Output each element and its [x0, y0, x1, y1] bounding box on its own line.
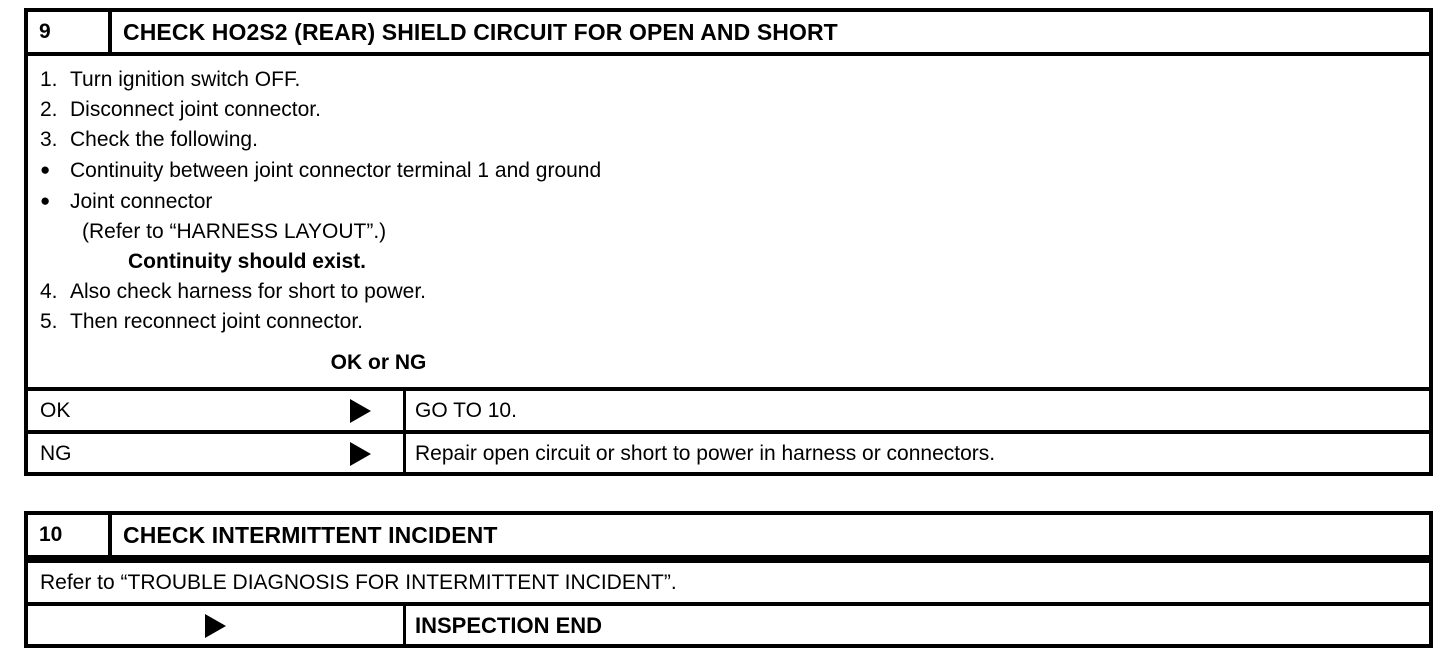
procedure-bullet-line: ● Joint connector	[28, 186, 1429, 217]
bullet-icon: ●	[40, 191, 51, 210]
arrow-cell	[318, 434, 406, 473]
right-triangle-icon	[350, 441, 371, 466]
diagnostic-step-table-10: 10 CHECK INTERMITTENT INCIDENT Refer to …	[24, 511, 1433, 648]
procedure-text: Also check harness for short to power.	[70, 280, 427, 303]
procedure-reference-line: (Refer to “HARNESS LAYOUT”.)	[82, 220, 387, 243]
bullet-icon: ●	[40, 160, 51, 179]
procedure-marker: 3.	[40, 128, 58, 151]
arrow-cell	[28, 606, 406, 645]
procedure-text: Disconnect joint connector.	[70, 98, 321, 121]
procedure-marker: 4.	[40, 280, 58, 303]
step-title: CHECK HO2S2 (REAR) SHIELD CIRCUIT FOR OP…	[123, 18, 838, 45]
step-number: 9	[28, 12, 112, 52]
procedure-line: 3. Check the following.	[28, 125, 1429, 155]
result-label: OK	[40, 399, 71, 422]
procedure-line: 2. Disconnect joint connector.	[28, 95, 1429, 125]
procedure-line: 1. Turn ignition switch OFF.	[28, 65, 1429, 95]
step-header: 9 CHECK HO2S2 (REAR) SHIELD CIRCUIT FOR …	[28, 12, 1429, 56]
result-label: NG	[40, 442, 72, 465]
result-row-end: INSPECTION END	[28, 602, 1429, 645]
procedure-text: Then reconnect joint connector.	[70, 310, 364, 333]
right-triangle-icon	[205, 613, 226, 638]
right-triangle-icon	[350, 398, 371, 423]
procedure-marker: 5.	[40, 310, 58, 333]
step-number: 10	[28, 515, 112, 555]
result-row-ok: OK GO TO 10.	[28, 387, 1429, 430]
step-header: 10 CHECK INTERMITTENT INCIDENT	[28, 515, 1429, 559]
arrow-cell	[318, 391, 406, 430]
result-row-ng: NG Repair open circuit or short to power…	[28, 430, 1429, 473]
procedure-marker: 1.	[40, 68, 58, 91]
procedure-marker: 2.	[40, 98, 58, 121]
diagnostic-step-table-9: 9 CHECK HO2S2 (REAR) SHIELD CIRCUIT FOR …	[24, 8, 1433, 476]
procedure-text: Joint connector	[70, 190, 213, 213]
procedure-specification-line: Continuity should exist.	[128, 250, 367, 273]
step-title: CHECK INTERMITTENT INCIDENT	[123, 521, 498, 548]
result-action: INSPECTION END	[415, 612, 603, 638]
step-body: 1. Turn ignition switch OFF. 2. Disconnect…	[28, 56, 1429, 378]
procedure-text: Continuity between joint connector termi…	[70, 159, 602, 182]
procedure-bullet-line: ● Continuity between joint connector term…	[28, 155, 1429, 186]
procedure-text: Check the following.	[70, 128, 258, 151]
procedure-text: Turn ignition switch OFF.	[70, 68, 301, 91]
decision-label: OK or NG	[330, 351, 427, 374]
result-action: GO TO 10.	[415, 399, 517, 422]
procedure-line: 4. Also check harness for short to power.	[28, 277, 1429, 307]
procedure-line: 5. Then reconnect joint connector.	[28, 307, 1429, 337]
result-action: Repair open circuit or short to power in…	[415, 442, 996, 465]
step-note: Refer to “TROUBLE DIAGNOSIS FOR INTERMIT…	[28, 559, 1429, 602]
